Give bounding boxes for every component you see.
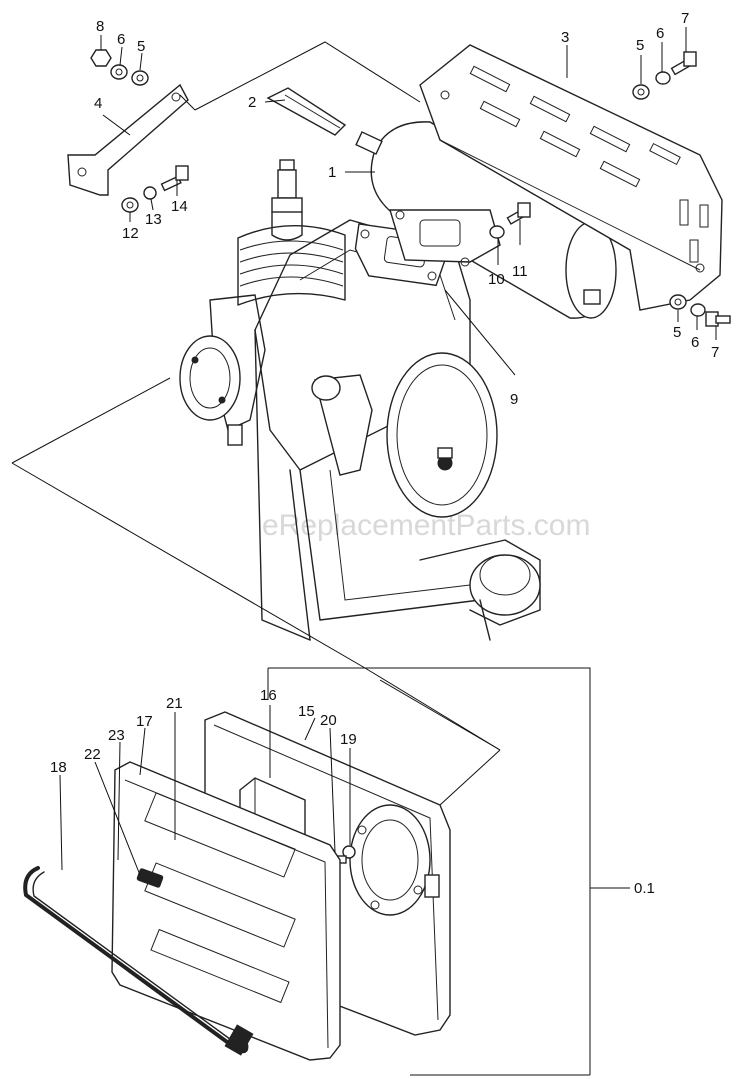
washer-5-top-right [632,84,650,100]
nut-8 [90,49,112,67]
label-14: 14 [171,198,188,215]
label-11: 11 [512,263,528,280]
exhaust-flange [389,209,501,267]
label-10: 10 [488,271,505,288]
seal-strap [23,866,254,1056]
label-0-1: 0.1 [634,880,655,897]
label-6-top-right: 6 [656,25,664,42]
label-7-top-right: 7 [681,10,689,27]
label-4: 4 [94,95,102,112]
part-labels: 1 2 3 4 5 5 5 6 6 6 7 7 8 9 10 11 12 13 … [50,10,719,897]
flywheel-cover [386,352,498,518]
label-12: 12 [122,225,139,242]
washer-6-top-right [655,71,671,85]
washer-10 [489,225,505,239]
bracket [67,83,189,196]
label-5-left: 5 [137,38,145,55]
bolt-14 [160,165,189,192]
engine-assembly [179,159,541,641]
cylinder [237,225,346,306]
label-22: 22 [84,746,101,763]
washer-19 [342,845,356,859]
label-23: 23 [108,727,125,744]
label-17: 17 [136,713,153,730]
washer-13 [143,186,157,200]
spark-plug [271,159,303,241]
bolt-11 [506,202,531,225]
fuel-fitting [311,374,373,476]
label-6-left: 6 [117,31,125,48]
air-cleaner-cover [111,761,341,1061]
label-16: 16 [260,687,277,704]
bolt-part-2 [266,87,347,136]
label-3: 3 [561,29,569,46]
heat-shield [419,44,723,311]
label-2: 2 [248,94,256,111]
label-8: 8 [96,18,104,35]
watermark: eReplacementParts.com [262,509,590,542]
label-6-bottom-right: 6 [691,334,699,351]
callout-leaders [59,27,717,889]
label-5-top-right: 5 [636,37,644,54]
washer-6-left [110,64,128,80]
label-5-bottom-right: 5 [673,324,681,341]
cover-latch [136,868,164,888]
engine-base [419,539,541,641]
washer-12 [121,197,139,213]
washer-6-bottom-right [690,303,706,317]
bolt-7-top-right [670,51,697,76]
label-13: 13 [145,211,162,228]
label-1: 1 [328,164,336,181]
washer-5-left [131,70,149,86]
label-9: 9 [510,391,518,408]
label-15: 15 [298,703,315,720]
label-18: 18 [50,759,67,776]
carburetor [179,294,266,446]
label-20: 20 [320,712,337,729]
bolt-7-bottom-right [705,311,731,327]
washer-5-bottom-right [669,294,687,310]
label-7-bottom-right: 7 [711,344,719,361]
label-19: 19 [340,731,357,748]
label-21: 21 [166,695,183,712]
